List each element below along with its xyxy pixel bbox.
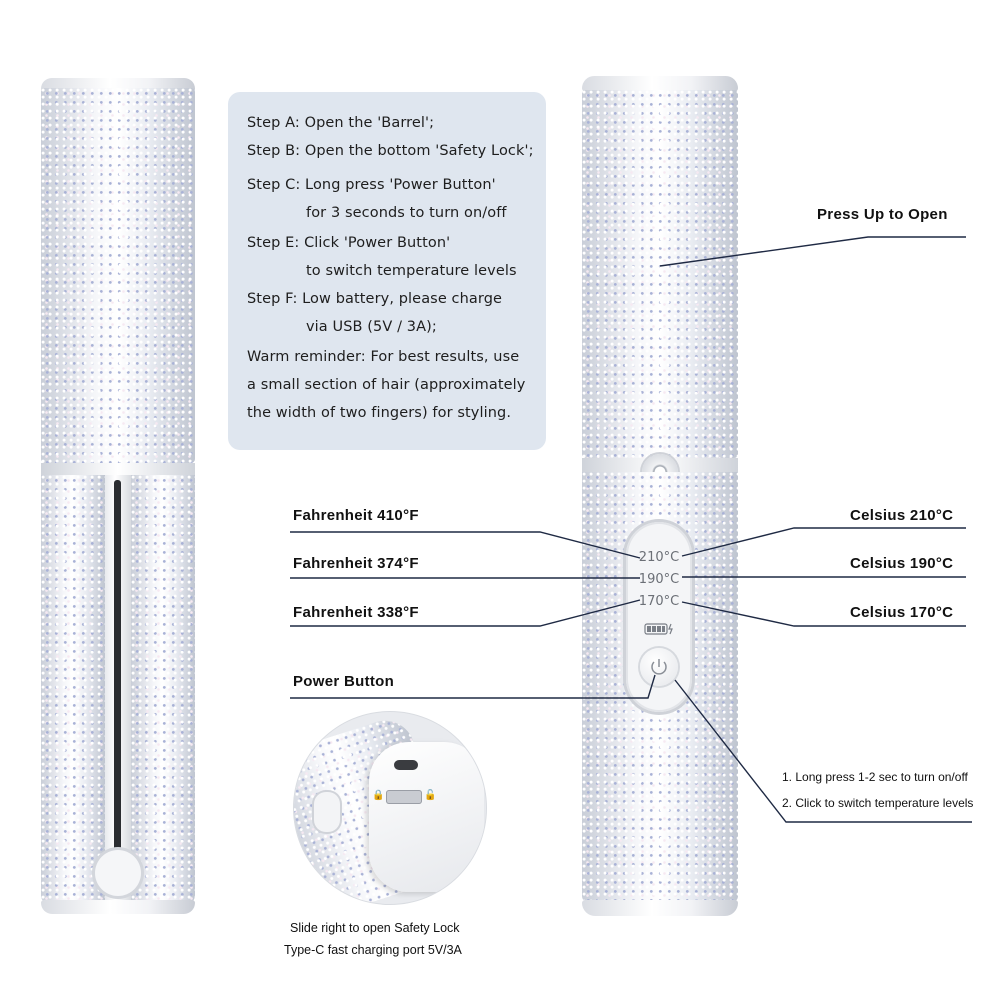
celsius-170-label: Celsius 170°C bbox=[850, 604, 954, 621]
right-barrel-upper bbox=[582, 90, 738, 458]
power-button[interactable] bbox=[640, 648, 678, 686]
left-seam-ring bbox=[41, 463, 195, 475]
instructions-panel: Step A: Open the 'Barrel'; Step B: Open … bbox=[228, 92, 546, 450]
left-barrel-upper bbox=[41, 88, 195, 463]
temp-indicator-170: 170°C bbox=[638, 594, 680, 609]
temp-indicator-210: 210°C bbox=[638, 550, 680, 565]
control-panel: 210°C 190°C 170°C bbox=[626, 522, 692, 712]
step-a-text: Step A: Open the 'Barrel'; bbox=[247, 115, 435, 131]
fahrenheit-410-label: Fahrenheit 410°F bbox=[293, 507, 419, 524]
left-hinge-circle bbox=[95, 850, 141, 896]
closeup-caption-2: Type-C fast charging port 5V/3A bbox=[284, 943, 462, 957]
left-slot-gap bbox=[114, 480, 121, 860]
battery-icon bbox=[644, 620, 676, 639]
power-note-1: 1. Long press 1-2 sec to turn on/off bbox=[782, 770, 968, 784]
safety-lock-closeup: 🔒 🔓 bbox=[294, 712, 486, 904]
celsius-190-label: Celsius 190°C bbox=[850, 555, 954, 572]
left-barrel-lower-right bbox=[131, 475, 195, 905]
closeup-caption-1: Slide right to open Safety Lock bbox=[290, 921, 460, 935]
usb-c-port[interactable] bbox=[394, 760, 418, 770]
reminder-text-2: a small section of hair (approximately bbox=[247, 377, 526, 393]
step-f-text: Step F: Low battery, please charge bbox=[247, 291, 503, 307]
celsius-210-label: Celsius 210°C bbox=[850, 507, 954, 524]
right-top-cap bbox=[582, 76, 738, 92]
step-e-text: Step E: Click 'Power Button' bbox=[247, 235, 451, 251]
step-b-text: Step B: Open the bottom 'Safety Lock'; bbox=[247, 143, 534, 159]
temp-indicator-190: 190°C bbox=[638, 572, 680, 587]
press-up-label: Press Up to Open bbox=[817, 206, 948, 223]
lock-icon: 🔒 bbox=[372, 790, 385, 801]
power-note-2: 2. Click to switch temperature levels bbox=[782, 796, 974, 810]
step-c-text-cont: for 3 seconds to turn on/off bbox=[306, 205, 507, 221]
right-bottom-cap bbox=[582, 900, 738, 916]
fahrenheit-374-label: Fahrenheit 374°F bbox=[293, 555, 419, 572]
fahrenheit-338-label: Fahrenheit 338°F bbox=[293, 604, 419, 621]
step-f-text-cont: via USB (5V / 3A); bbox=[306, 319, 437, 335]
step-e-text-cont: to switch temperature levels bbox=[306, 263, 517, 279]
safety-lock-slider[interactable] bbox=[386, 790, 422, 804]
reminder-text-3: the width of two fingers) for styling. bbox=[247, 405, 512, 421]
step-c-text: Step C: Long press 'Power Button' bbox=[247, 177, 496, 193]
unlock-icon: 🔓 bbox=[424, 790, 437, 801]
closeup-side-button bbox=[314, 792, 340, 832]
left-barrel-lower-left bbox=[41, 475, 105, 905]
power-icon bbox=[651, 659, 667, 675]
closeup-cap bbox=[369, 742, 484, 892]
left-bottom-cap bbox=[41, 900, 195, 914]
power-button-label: Power Button bbox=[293, 673, 395, 690]
reminder-text-1: Warm reminder: For best results, use bbox=[247, 349, 520, 365]
